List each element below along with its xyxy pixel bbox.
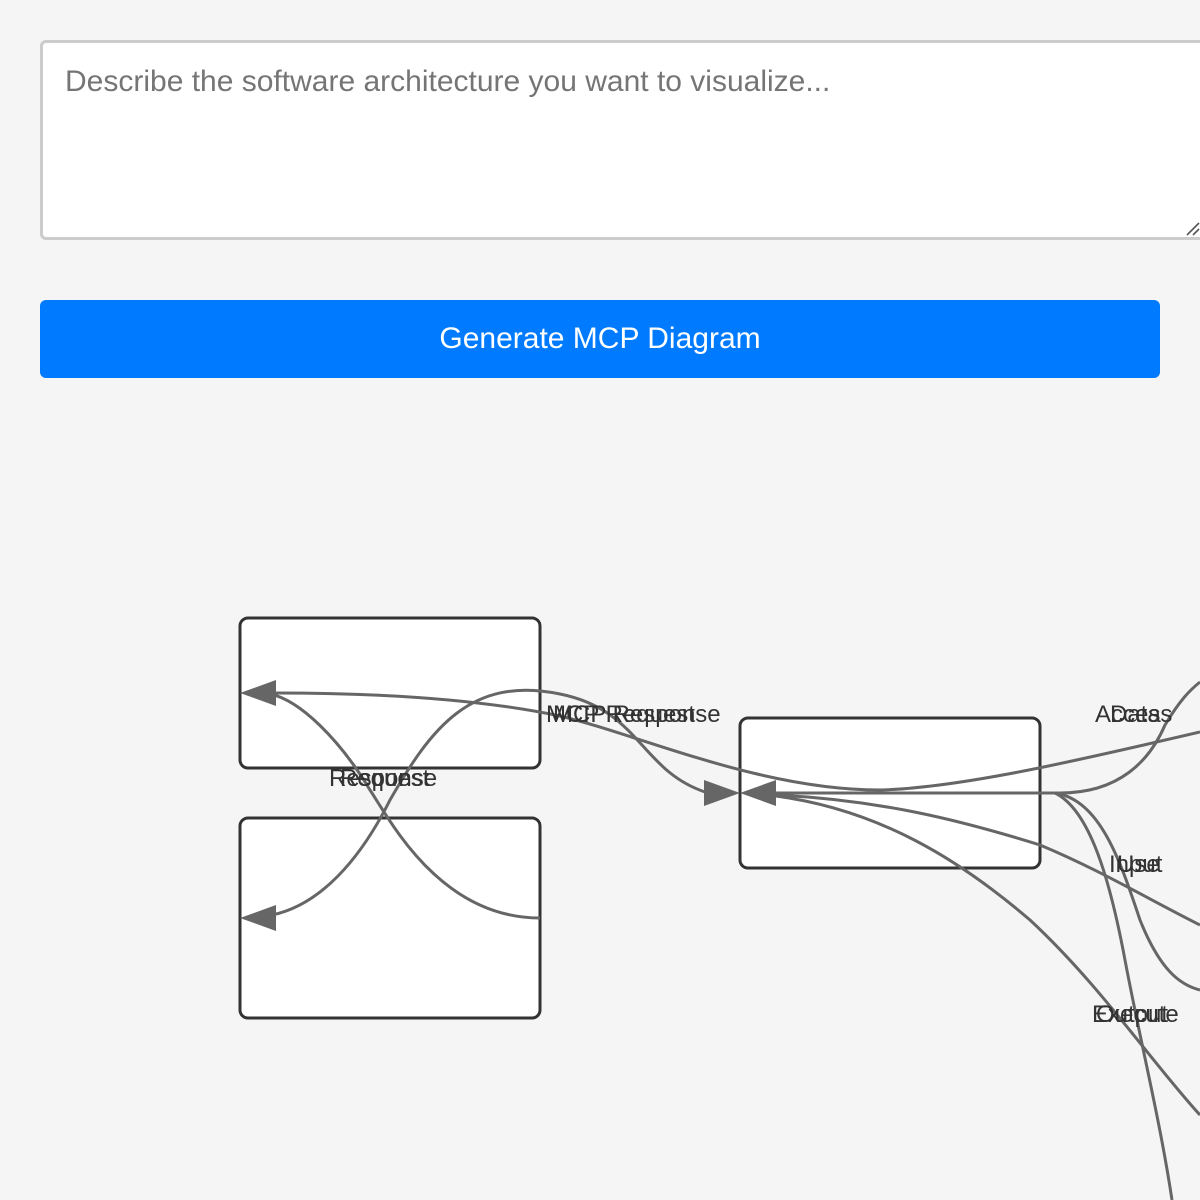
edge-response-to-top-left[interactable] — [240, 680, 541, 920]
edge-label-mcp-request: MCP Request — [546, 701, 695, 728]
edge-label-output: Output — [1096, 1001, 1168, 1028]
edge-label-input: Input — [1109, 851, 1163, 878]
arrowhead-icon — [740, 780, 776, 806]
edge-label-mcp-response: MCP Response — [553, 701, 721, 728]
architecture-description-input[interactable] — [40, 40, 1200, 240]
edge-label-response: Response — [329, 765, 437, 792]
arrowhead-icon — [240, 680, 276, 706]
edge-mcp-response[interactable] — [275, 691, 1200, 792]
edge-label-request: Request — [340, 765, 430, 792]
edge-data-out[interactable] — [775, 793, 1200, 927]
edge-label-data: Data — [1110, 701, 1161, 728]
edge-label-execute: Execute — [1092, 1001, 1179, 1028]
arrowhead-icon — [704, 780, 740, 806]
node-bottom-left[interactable] — [238, 816, 542, 1020]
arrowhead-icon — [240, 905, 276, 931]
resize-handle-icon[interactable] — [1185, 222, 1200, 236]
edge-label-use: Use — [1117, 851, 1160, 878]
edge-use[interactable] — [1054, 791, 1200, 992]
generate-diagram-button[interactable]: Generate MCP Diagram — [40, 300, 1160, 378]
edge-label-access: Access — [1095, 701, 1172, 728]
edge-execute[interactable] — [775, 794, 1200, 1117]
edge-input[interactable] — [1054, 791, 1174, 1200]
edge-mcp-request[interactable] — [740, 680, 1200, 806]
